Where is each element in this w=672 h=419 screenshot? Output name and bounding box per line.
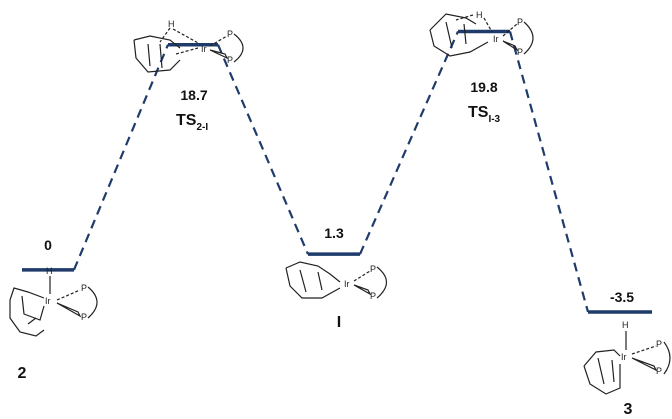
connector-1 xyxy=(216,44,310,255)
structure-2-icon: H Ir P P xyxy=(9,266,98,337)
energy-label-2: 0 xyxy=(44,237,52,253)
structure-2-ligand-2: P xyxy=(81,312,87,322)
structure-3-metal: Ir xyxy=(621,352,627,362)
species-label-tsi3-sub: I-3 xyxy=(488,114,500,125)
structure-3-ligand-1: P xyxy=(656,339,662,349)
connector-0 xyxy=(72,44,170,271)
structure-3-hydride: H xyxy=(622,320,629,330)
structure-tsi3-ligand-1: P xyxy=(517,17,523,27)
species-label-i: I xyxy=(337,314,341,331)
energy-label-i: 1.3 xyxy=(324,225,344,241)
structure-tsi3-metal: Ir xyxy=(493,34,499,44)
structure-ts2i-icon: H Ir P P xyxy=(133,19,244,73)
structure-2-metal: Ir xyxy=(45,296,51,306)
structure-ts2i-ligand-2: P xyxy=(227,55,233,65)
energy-label-ts2i: 18.7 xyxy=(180,87,207,103)
structure-i-icon: Ir P P xyxy=(285,261,388,301)
species-label-ts2i: TS2-I xyxy=(176,112,208,133)
structure-i-metal: Ir xyxy=(344,279,350,289)
structure-tsi3-icon: H Ir P P xyxy=(429,10,534,57)
species-label-2: 2 xyxy=(18,365,27,382)
structure-i-ligand-2: P xyxy=(370,291,376,301)
species-label-tsi3-main: TS xyxy=(468,104,489,121)
connector-2 xyxy=(358,31,460,255)
species-label-3: 3 xyxy=(624,401,633,418)
structure-tsi3-ligand-2: P xyxy=(517,47,523,57)
connector-3 xyxy=(508,31,590,313)
species-label-tsi3: TSI-3 xyxy=(468,104,501,125)
structure-ts2i-metal: Ir xyxy=(201,44,207,54)
connectors xyxy=(72,31,590,313)
structure-tsi3-hydride: H xyxy=(476,10,483,20)
structure-ts2i-ligand-1: P xyxy=(227,29,233,39)
energy-label-tsi3: 19.8 xyxy=(470,79,497,95)
structure-2-hydride: H xyxy=(46,266,53,276)
energy-label-3: -3.5 xyxy=(610,289,634,305)
structure-2-ligand-1: P xyxy=(81,283,87,293)
structure-3-icon: H Ir P P xyxy=(583,320,671,395)
structure-3-ligand-2: P xyxy=(656,366,662,376)
structure-ts2i-hydride: H xyxy=(168,19,175,29)
species-label-ts2i-sub: 2-I xyxy=(196,122,208,133)
structure-i-ligand-1: P xyxy=(370,264,376,274)
species-label-ts2i-main: TS xyxy=(176,112,197,129)
energy-levels xyxy=(22,29,652,314)
